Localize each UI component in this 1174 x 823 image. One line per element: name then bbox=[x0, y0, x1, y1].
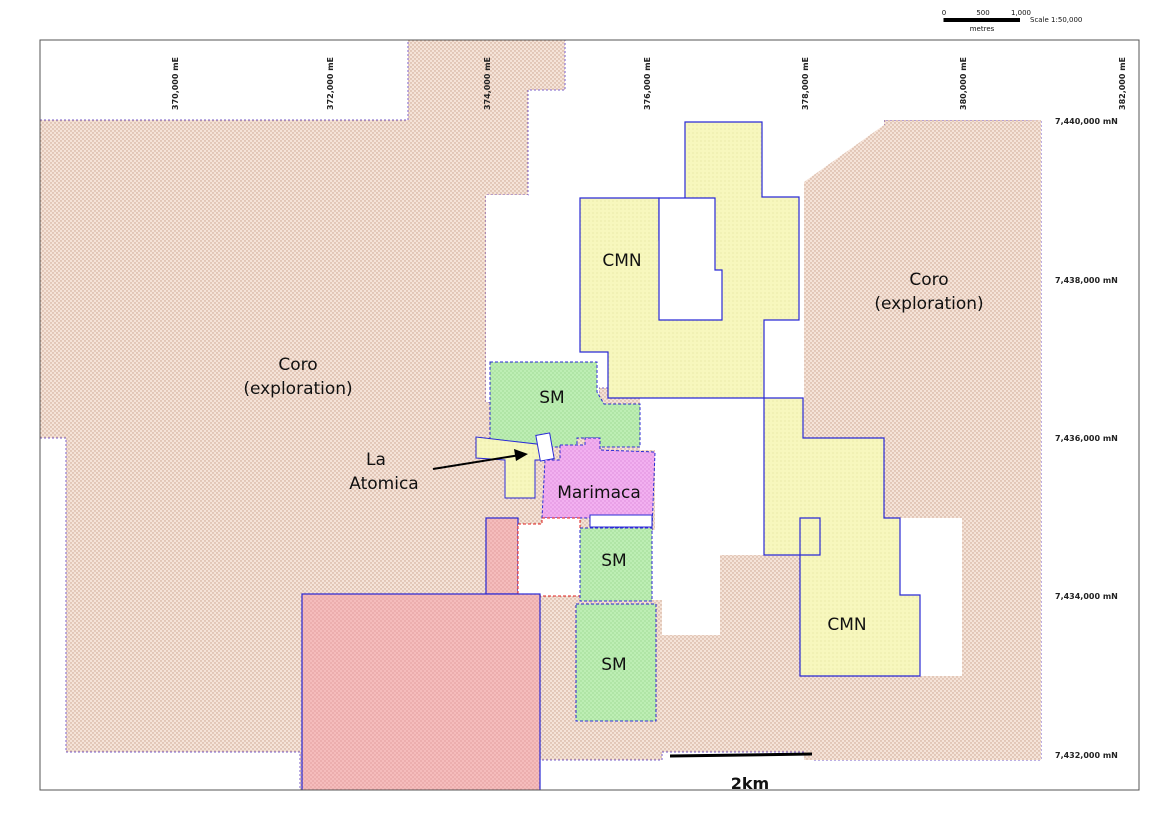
marimaca-label: Marimaca bbox=[557, 483, 641, 503]
easting-label: 380,000 mE bbox=[959, 57, 968, 110]
sm-north-label: SM bbox=[539, 388, 564, 408]
scale-header: 0 500 1,000 Scale 1:50,000 metres bbox=[942, 9, 1083, 33]
sm-middle-block bbox=[579, 527, 653, 602]
red-dashed-parcel bbox=[517, 517, 581, 597]
northing-labels: 7,440,000 mN 7,438,000 mN 7,436,000 mN 7… bbox=[1055, 117, 1118, 760]
easting-label: 370,000 mE bbox=[171, 57, 180, 110]
northing-label: 7,436,000 mN bbox=[1055, 434, 1118, 443]
marimaca-strip bbox=[589, 514, 653, 528]
northing-label: 7,432,000 mN bbox=[1055, 751, 1118, 760]
northing-label: 7,440,000 mN bbox=[1055, 117, 1118, 126]
sm-middle-label: SM bbox=[601, 551, 626, 571]
scale-tick-0: 0 bbox=[942, 9, 946, 17]
scale-tick-1000: 1,000 bbox=[1011, 9, 1031, 17]
coro-right-sublabel: (exploration) bbox=[874, 294, 983, 314]
northing-label: 7,438,000 mN bbox=[1055, 276, 1118, 285]
coro-right-label: Coro bbox=[909, 270, 948, 290]
scale-tick-500: 500 bbox=[976, 9, 989, 17]
easting-labels: 370,000 mE 372,000 mE 374,000 mE 376,000… bbox=[171, 57, 1127, 110]
sm-south-label: SM bbox=[601, 655, 626, 675]
unclaimed-gap-mid bbox=[600, 395, 764, 635]
map-body bbox=[40, 40, 1042, 790]
coro-left-label: Coro bbox=[278, 355, 317, 375]
cmn-north-label: CMN bbox=[602, 251, 641, 271]
sm-south-block bbox=[575, 603, 657, 722]
map-frame bbox=[39, 39, 1140, 791]
easting-label: 382,000 mE bbox=[1118, 57, 1127, 110]
unclaimed-gap-central bbox=[486, 195, 599, 402]
northing-label: 7,434,000 mN bbox=[1055, 592, 1118, 601]
easting-label: 376,000 mE bbox=[643, 57, 652, 110]
unclaimed-gap-right bbox=[884, 518, 962, 676]
easting-label: 372,000 mE bbox=[326, 57, 335, 110]
cmn-south-block bbox=[763, 397, 921, 677]
la-atomica-arrow bbox=[432, 449, 528, 470]
la-atomica-label: La bbox=[366, 450, 386, 470]
red-parcel-large bbox=[301, 593, 541, 790]
cmn-south-label: CMN bbox=[827, 615, 866, 635]
coro-east-strip bbox=[804, 120, 1041, 760]
scale-bar-label: 2km bbox=[731, 774, 769, 793]
coro-left-sublabel: (exploration) bbox=[243, 379, 352, 399]
red-parcel-small bbox=[485, 517, 519, 595]
cmn-north-gap bbox=[658, 197, 723, 321]
easting-label: 378,000 mE bbox=[801, 57, 810, 110]
scale-bar-2km: 2km bbox=[669, 752, 813, 793]
scale-ratio-text: Scale 1:50,000 bbox=[1030, 16, 1082, 24]
easting-label: 374,000 mE bbox=[483, 57, 492, 110]
scale-unit: metres bbox=[970, 25, 995, 33]
la-atomica-sublabel: Atomica bbox=[349, 474, 418, 494]
